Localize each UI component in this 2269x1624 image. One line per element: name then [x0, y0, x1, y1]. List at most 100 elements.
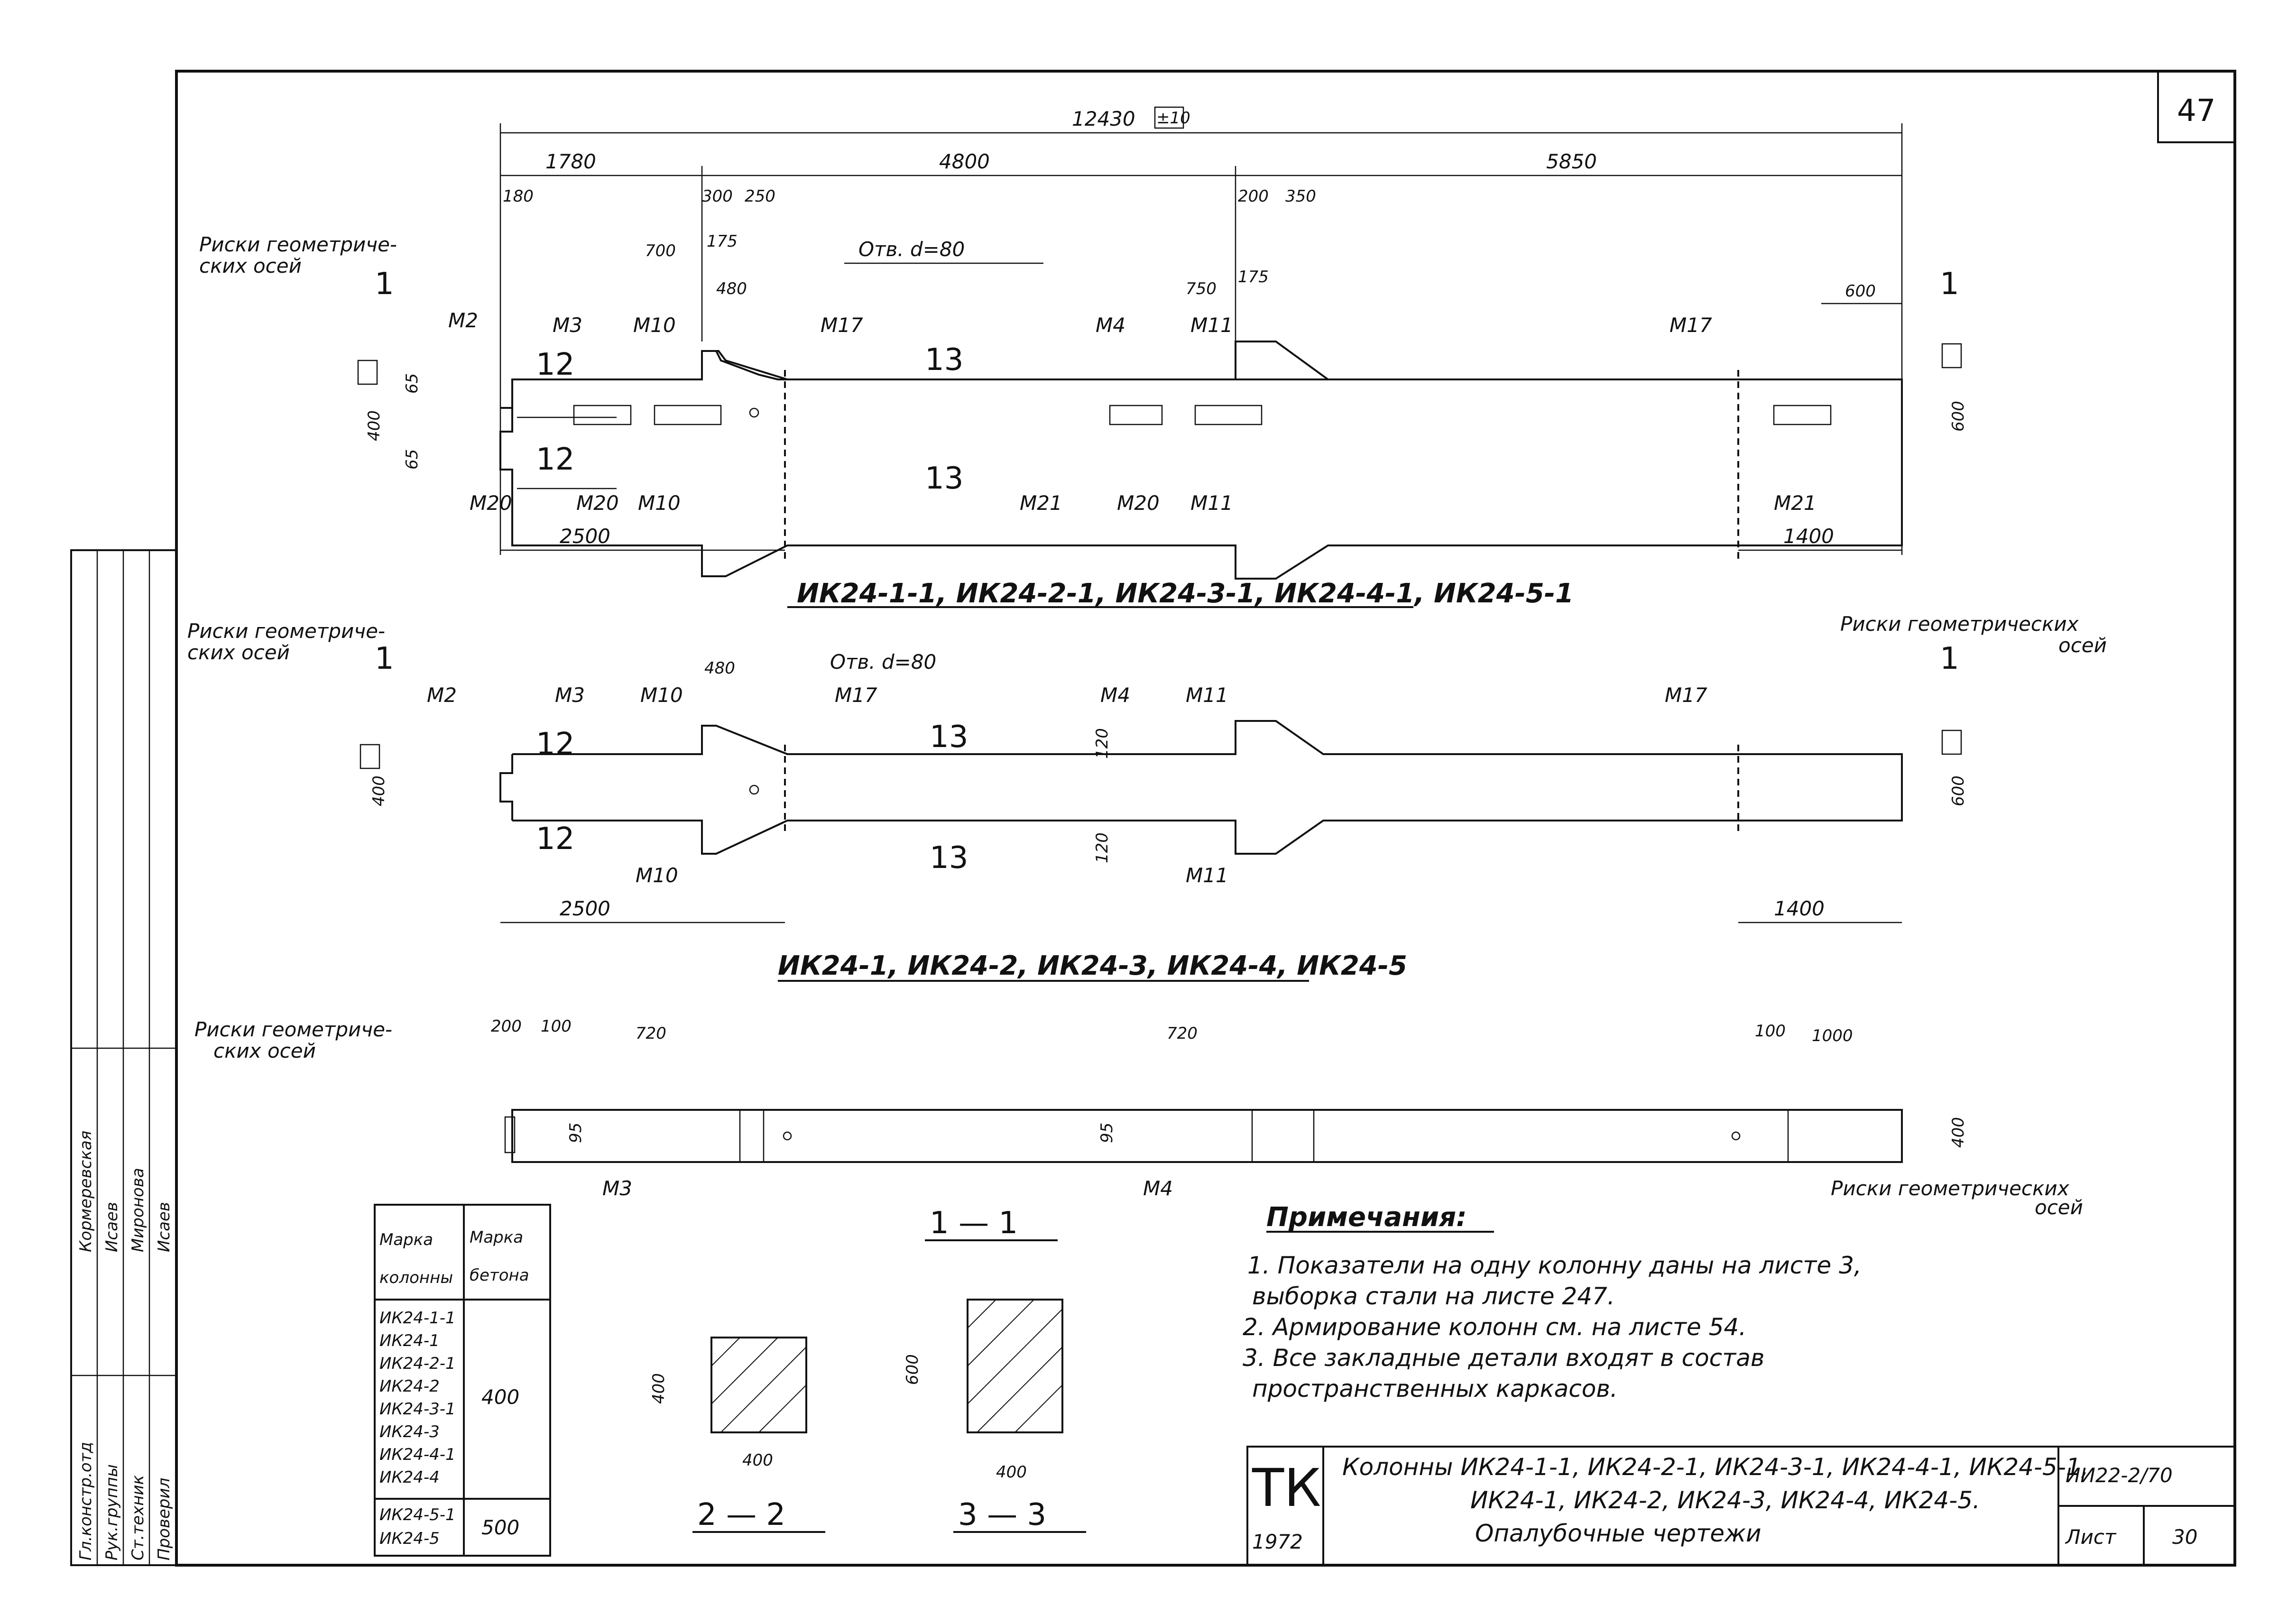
svg-text:65: 65	[403, 373, 422, 394]
svg-text:95: 95	[1098, 1123, 1116, 1143]
svg-text:М2: М2	[448, 309, 478, 332]
svg-text:М3: М3	[553, 314, 582, 337]
svg-text:Опалубочные чертежи: Опалубочные чертежи	[1475, 1520, 1762, 1547]
svg-text:Кормеревская: Кормеревская	[76, 1131, 95, 1252]
svg-text:1400: 1400	[1783, 525, 1834, 548]
svg-text:100: 100	[1755, 1022, 1786, 1041]
svg-text:3. Все закладные детали входят: 3. Все закладные детали входят в состав	[1243, 1344, 1764, 1372]
section-1-1: 1 — 1	[930, 1206, 1018, 1241]
svg-text:600: 600	[1949, 401, 1968, 432]
svg-text:750: 750	[1186, 279, 1217, 298]
svg-text:колонны: колонны	[379, 1268, 453, 1287]
sheet-number-box	[2157, 70, 2236, 143]
svg-text:Примечания:: Примечания:	[1266, 1202, 1467, 1233]
svg-text:400: 400	[649, 1373, 668, 1404]
svg-text:400: 400	[369, 775, 388, 806]
svg-text:М11: М11	[1190, 491, 1233, 515]
table-row-mark: ИК24-2	[379, 1377, 440, 1396]
svg-text:1: 1	[375, 641, 394, 676]
svg-text:Рук.группы: Рук.группы	[102, 1464, 121, 1560]
svg-text:М17: М17	[821, 314, 863, 337]
svg-text:М3: М3	[602, 1177, 632, 1200]
svg-text:12: 12	[536, 442, 574, 477]
view-1-title: ИК24-1-1, ИК24-2-1, ИК24-3-1, ИК24-4-1, …	[797, 578, 1574, 609]
svg-text:Миронова: Миронова	[129, 1168, 148, 1252]
svg-text:Отв. d=80: Отв. d=80	[858, 238, 965, 261]
svg-text:180: 180	[503, 187, 534, 206]
svg-text:2. Армирование колонн см. на л: 2. Армирование колонн см. на листе 54.	[1243, 1313, 1746, 1341]
svg-text:Риски геометрических: Риски геометрических	[1831, 1177, 2070, 1200]
svg-text:Исаев: Исаев	[102, 1202, 121, 1252]
svg-text:М17: М17	[835, 683, 877, 707]
logo: ТК	[1252, 1458, 1321, 1518]
section-3-3: 3 — 3	[958, 1497, 1046, 1532]
svg-text:Марка: Марка	[379, 1230, 433, 1249]
svg-text:М10: М10	[633, 314, 676, 337]
table-row-mark: ИК24-1	[379, 1331, 440, 1350]
svg-text:М10: М10	[640, 683, 683, 707]
svg-text:Проверил: Проверил	[155, 1478, 174, 1560]
svg-text:ских осей: ских осей	[199, 254, 302, 277]
svg-text:±10: ±10	[1156, 109, 1190, 128]
sheet-number: 47	[2177, 93, 2215, 129]
table-row-mark: ИК24-4-1	[379, 1445, 456, 1464]
svg-text:Лист: Лист	[2065, 1525, 2117, 1549]
svg-text:М11: М11	[1190, 314, 1233, 337]
svg-text:1: 1	[1940, 641, 1959, 676]
svg-text:500: 500	[481, 1516, 519, 1539]
svg-text:ИИ22-2/70: ИИ22-2/70	[2066, 1464, 2173, 1487]
svg-text:Риски геометриче-: Риски геометриче-	[194, 1018, 392, 1041]
section-2-2: 2 — 2	[697, 1497, 785, 1532]
table-row-mark: ИК24-5-1	[379, 1505, 456, 1524]
table-row-mark: ИК24-5	[379, 1529, 440, 1548]
table-row-mark: ИК24-1-1	[379, 1309, 456, 1328]
table-row-mark: ИК24-3	[379, 1422, 440, 1441]
svg-text:600: 600	[1845, 282, 1876, 301]
svg-text:175: 175	[1238, 268, 1269, 286]
svg-text:400: 400	[481, 1385, 519, 1409]
svg-text:Колонны ИК24-1-1, ИК24-2-1, ИК: Колонны ИК24-1-1, ИК24-2-1, ИК24-3-1, ИК…	[1342, 1453, 2089, 1481]
svg-text:400: 400	[742, 1451, 773, 1470]
svg-text:300: 300	[702, 187, 733, 206]
svg-text:175: 175	[707, 232, 738, 251]
svg-text:700: 700	[645, 241, 676, 260]
svg-text:М3: М3	[555, 683, 585, 707]
view-2: Риски геометриче- ских осей Риски геомет…	[187, 612, 2107, 982]
svg-text:480: 480	[704, 659, 735, 678]
title-block: ТК 1972 Колонны ИК24-1-1, ИК24-2-1, ИК24…	[1246, 1446, 2236, 1566]
view-1: 12430 ±10 1780 4800 5850 180 300 250 200…	[199, 106, 1968, 609]
dim-overall: 12430	[1072, 107, 1135, 130]
svg-text:12: 12	[536, 727, 574, 762]
svg-text:250: 250	[745, 187, 775, 206]
svg-text:Гл.констр.отд: Гл.констр.отд	[76, 1442, 95, 1560]
svg-text:М21: М21	[1774, 491, 1817, 515]
svg-text:13: 13	[925, 342, 963, 378]
svg-text:13: 13	[925, 461, 963, 496]
svg-text:М20: М20	[470, 491, 512, 515]
svg-text:480: 480	[716, 279, 747, 298]
svg-text:М17: М17	[1665, 683, 1707, 707]
svg-text:1000: 1000	[1812, 1026, 1853, 1045]
svg-text:Риски геометрических: Риски геометрических	[1840, 612, 2079, 636]
table-row-mark: ИК24-2-1	[379, 1354, 456, 1373]
svg-text:М11: М11	[1186, 683, 1228, 707]
svg-text:200: 200	[491, 1017, 522, 1036]
svg-text:30: 30	[2172, 1525, 2197, 1549]
svg-text:1400: 1400	[1774, 897, 1825, 920]
svg-text:М21: М21	[1020, 491, 1062, 515]
svg-text:2500: 2500	[560, 897, 610, 920]
table-row-mark: ИК24-4	[379, 1468, 440, 1487]
svg-text:65: 65	[403, 449, 422, 470]
svg-text:бетона: бетона	[470, 1266, 529, 1285]
svg-text:М10: М10	[636, 864, 678, 887]
svg-text:осей: осей	[2058, 634, 2107, 657]
svg-text:200: 200	[1238, 187, 1269, 206]
svg-text:М4: М4	[1096, 314, 1125, 337]
svg-text:1972: 1972	[1252, 1530, 1303, 1553]
svg-text:осей: осей	[2035, 1196, 2083, 1219]
svg-text:ских осей: ских осей	[187, 641, 290, 664]
svg-text:720: 720	[636, 1024, 666, 1043]
svg-text:720: 720	[1167, 1024, 1198, 1043]
svg-text:М20: М20	[576, 491, 619, 515]
